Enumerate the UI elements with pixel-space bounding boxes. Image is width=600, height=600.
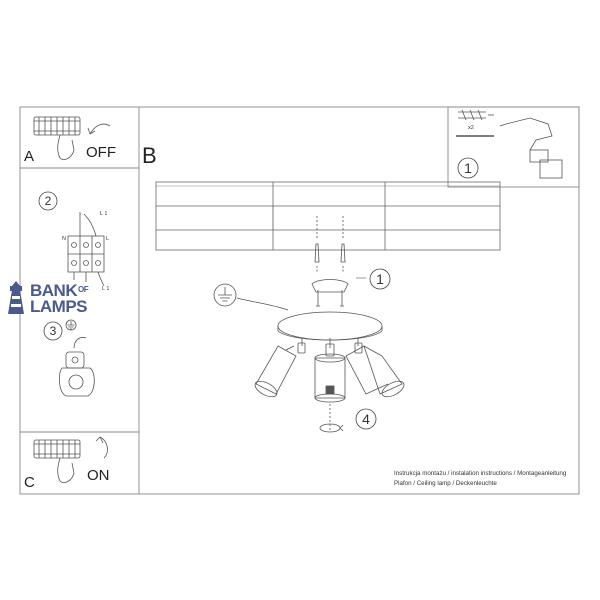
panel-a-state: OFF [86, 144, 116, 161]
step-circles [38, 157, 479, 430]
wiring-terminal-top: L 1 [100, 211, 108, 217]
panel-a-frame [20, 107, 140, 169]
footer-product: Plafon / Ceiling lamp / Deckenleuchte [394, 480, 497, 487]
step-3-number: 3 [49, 324, 57, 338]
ground-connector [58, 337, 95, 397]
wiring-l-label: L [106, 236, 110, 242]
panel-drill-frame [447, 106, 580, 188]
step-2-number: 2 [44, 194, 52, 208]
logo-lighthouse-icon [8, 281, 24, 314]
panel-c-letter: C [24, 474, 35, 491]
step-4-number: 4 [362, 411, 370, 427]
panel-a-illustration [33, 116, 111, 160]
footer-instructions: Instrukcja montażu / instalation instruc… [394, 470, 567, 477]
bank-of-lamps-logo: BANK OF LAMPS [2, 281, 102, 317]
panel-c-state: ON [87, 467, 110, 484]
ground-symbol-small [65, 319, 77, 331]
step-1-mount-number: 1 [376, 271, 384, 287]
logo-word-of: OF [78, 285, 89, 294]
panel-c-illustration [33, 436, 108, 483]
logo-word-lamps: LAMPS [30, 297, 88, 316]
rotation-arrow [319, 423, 344, 433]
wiring-terminal-bottom: L 1 [102, 286, 110, 292]
mounting-screws [311, 216, 366, 307]
wiring-n-label: N [62, 236, 66, 242]
drill-quantity: x2 [468, 125, 474, 131]
drill-illustration [456, 109, 563, 179]
panel-b-letter: B [142, 143, 157, 168]
step-2-circle [38, 191, 58, 211]
step-3-circle [43, 321, 63, 341]
spotlight-center [314, 353, 346, 430]
step-1-drill-number: 1 [464, 160, 472, 176]
page-frame [19, 106, 580, 495]
step-4-circle [355, 408, 377, 430]
spotlight-right [345, 345, 405, 398]
lamp-base [277, 311, 383, 357]
step-1-mount-circle [369, 268, 391, 290]
wiring-diagram [67, 212, 105, 287]
panel-a-letter: A [24, 148, 35, 165]
spotlight-left [254, 345, 297, 398]
ground-symbol-large [213, 283, 289, 311]
step-1-drill-circle [457, 157, 479, 179]
ceiling-slab [155, 181, 501, 251]
logo-word-bank: BANK [30, 281, 78, 300]
